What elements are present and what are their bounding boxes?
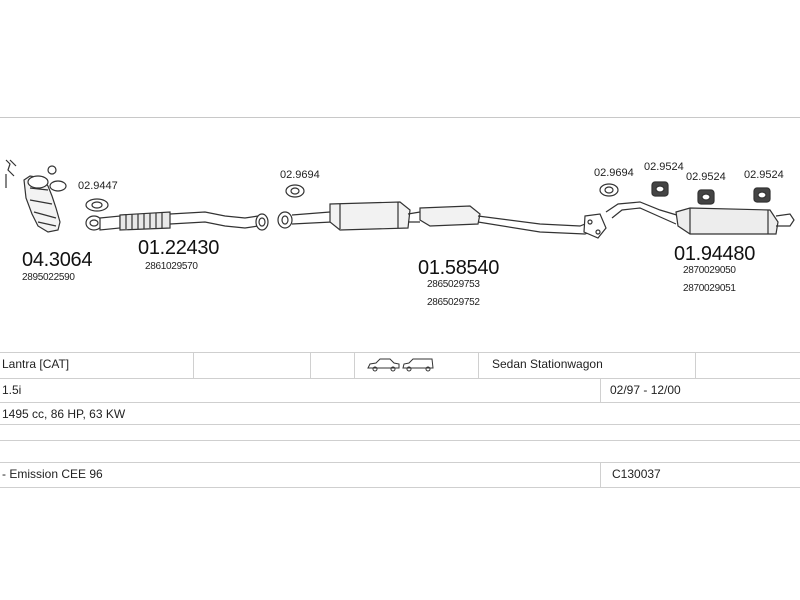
centre-silencer-part-number: 01.58540 xyxy=(418,257,500,279)
exhaust-diagram: 02.9447 02.9694 02.9694 02.9524 02.9524 … xyxy=(0,118,800,352)
rear-silencer-oe-number: 2870029051 xyxy=(683,283,736,294)
gasket-icon xyxy=(285,184,305,198)
body-type-icons xyxy=(366,353,436,379)
mount-label: 02.9524 xyxy=(686,171,726,183)
table-row xyxy=(0,440,800,463)
table-row: 1495 cc, 86 HP, 63 KW xyxy=(0,402,800,425)
mount-label: 02.9524 xyxy=(744,169,784,181)
gasket-icon xyxy=(85,198,109,212)
table-row: 1.5i 02/97 - 12/00 xyxy=(0,378,800,403)
gasket-label: 02.9694 xyxy=(280,169,320,181)
divider xyxy=(193,353,194,379)
table-row: - Emission CEE 96 C130037 xyxy=(0,462,800,488)
divider xyxy=(600,463,601,487)
table-row xyxy=(0,424,800,441)
divider xyxy=(695,353,696,379)
rear-silencer-part-number: 01.94480 xyxy=(674,243,756,265)
gasket-icon xyxy=(599,183,619,197)
rubber-mount-icon xyxy=(651,181,669,197)
divider xyxy=(310,353,311,379)
sedan-icon xyxy=(367,358,400,372)
centre-silencer-oe-number: 2865029752 xyxy=(427,297,480,308)
body-types-cell: Sedan Stationwagon xyxy=(492,357,603,371)
catalyst-part-number: 04.3064 xyxy=(22,249,93,271)
years-cell: 02/97 - 12/00 xyxy=(610,383,681,397)
lambda-sensor-icon xyxy=(5,159,17,188)
centre-silencer-icon xyxy=(277,201,596,235)
specs-cell: 1495 cc, 86 HP, 63 KW xyxy=(2,407,126,421)
centre-silencer-oe-number: 2865029753 xyxy=(427,279,480,290)
emission-cell: - Emission CEE 96 xyxy=(2,467,103,481)
exhaust-drawing xyxy=(5,159,795,239)
divider xyxy=(600,379,601,403)
catalyst-oe-number: 2895022590 xyxy=(22,272,75,283)
mount-label: 02.9524 xyxy=(644,161,684,173)
front-pipe-oe-number: 2861029570 xyxy=(145,261,198,272)
rear-silencer-oe-number: 2870029050 xyxy=(683,265,736,276)
rubber-mount-icon xyxy=(753,187,771,203)
gasket-label: 02.9694 xyxy=(594,167,634,179)
front-pipe-icon xyxy=(85,211,269,231)
top-border xyxy=(0,117,800,118)
divider xyxy=(478,353,479,379)
rubber-mount-icon xyxy=(697,189,715,205)
engine-cell: 1.5i xyxy=(2,383,22,397)
front-pipe-part-number: 01.22430 xyxy=(138,237,220,259)
rear-silencer-icon xyxy=(605,201,795,235)
catalyst-icon xyxy=(23,165,67,233)
gasket-label: 02.9447 xyxy=(78,180,118,192)
model-cell: Lantra [CAT] xyxy=(2,357,70,371)
divider xyxy=(354,353,355,379)
flange-icon xyxy=(583,213,607,239)
table-row: Lantra [CAT] Sedan Stationwagon xyxy=(0,352,800,379)
code-cell: C130037 xyxy=(612,467,661,481)
stationwagon-icon xyxy=(402,358,434,372)
